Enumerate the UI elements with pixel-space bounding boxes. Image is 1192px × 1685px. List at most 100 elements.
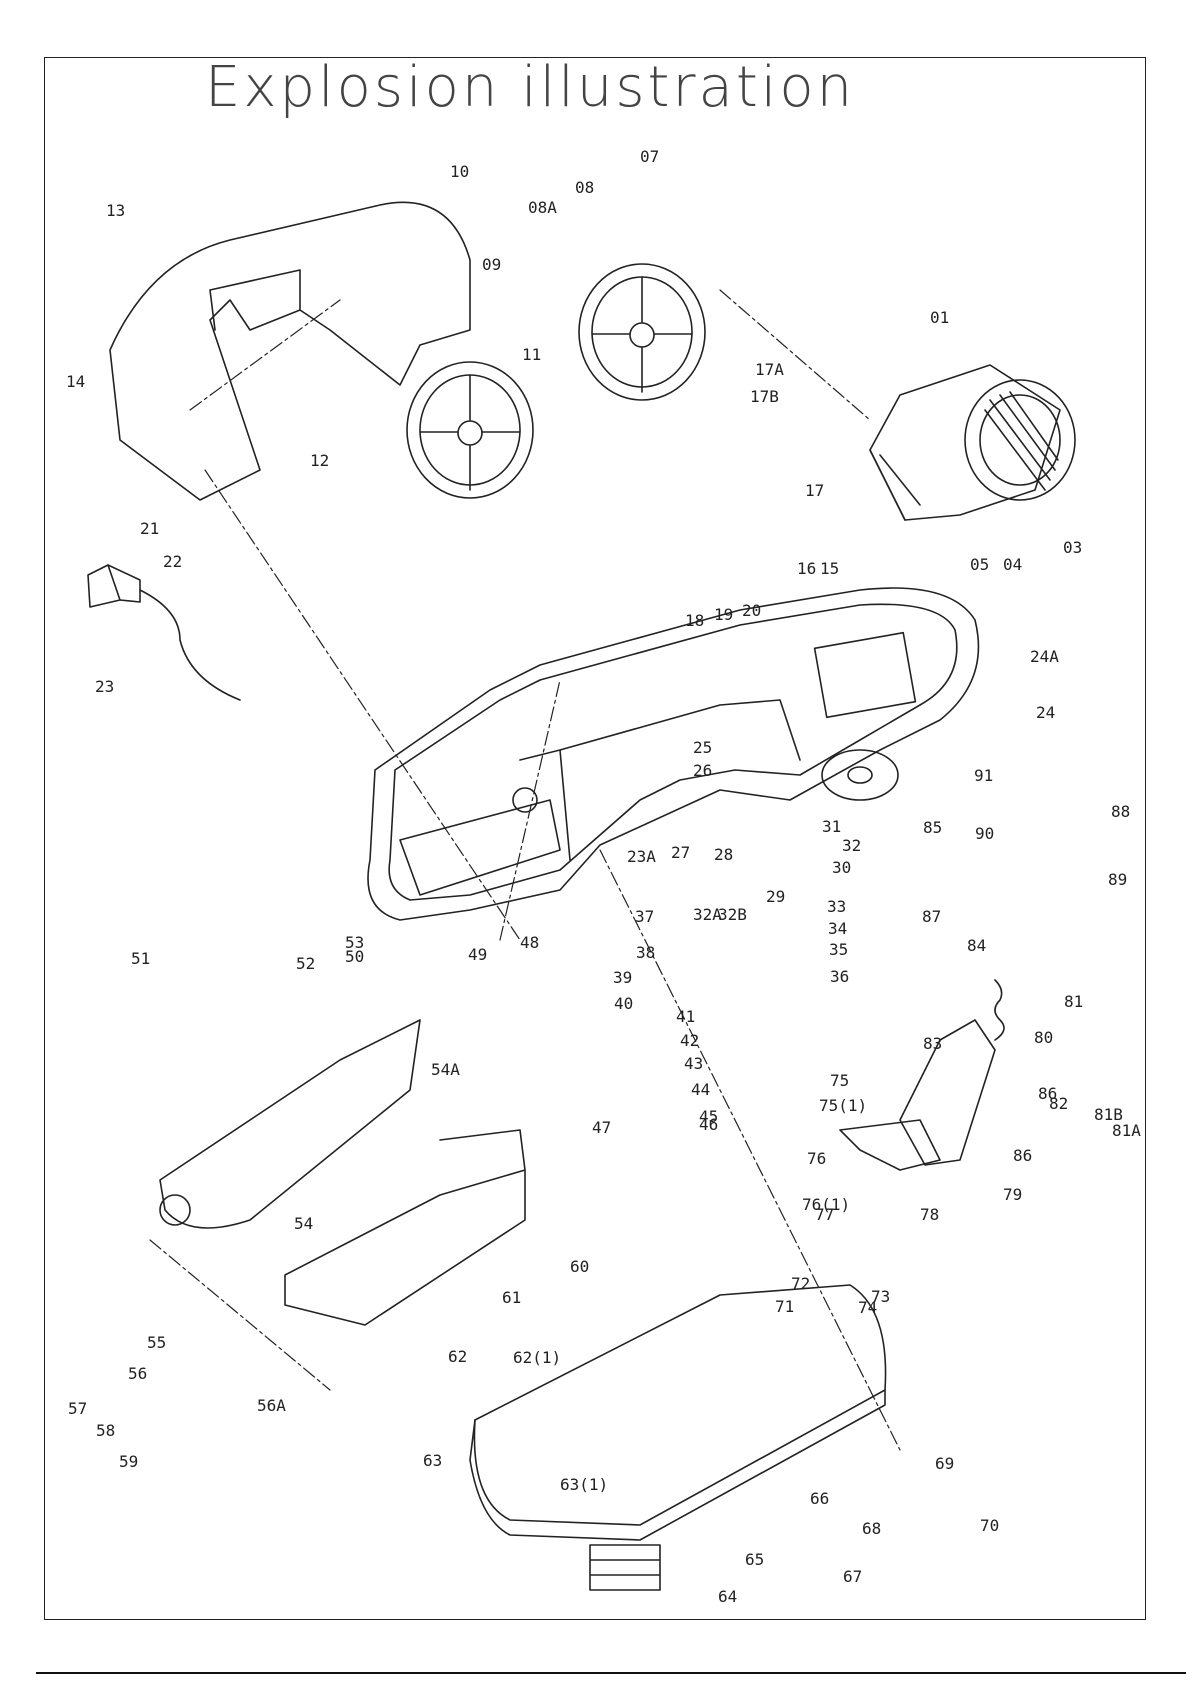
part-label: 71 xyxy=(775,1297,794,1316)
part-label: 78 xyxy=(920,1205,939,1224)
part-label: 14 xyxy=(66,372,85,391)
motor xyxy=(869,364,1076,521)
part-label: 50 xyxy=(345,947,364,966)
part-label: 27 xyxy=(671,843,690,862)
part-label: 60 xyxy=(570,1257,589,1276)
part-label: 05 xyxy=(970,555,989,574)
part-label: 22 xyxy=(163,552,182,571)
part-label: 08A xyxy=(528,198,557,217)
part-label: 59 xyxy=(119,1452,138,1471)
part-label: 85 xyxy=(923,818,942,837)
part-label: 66 xyxy=(810,1489,829,1508)
part-label: 82 xyxy=(1049,1094,1068,1113)
part-label: 79 xyxy=(1003,1185,1022,1204)
vise-arm xyxy=(159,1019,421,1229)
part-label: 42 xyxy=(680,1031,699,1050)
part-label: 48 xyxy=(520,933,539,952)
part-label: 76 xyxy=(807,1149,826,1168)
part-label: 90 xyxy=(975,824,994,843)
pivot-bracket xyxy=(899,1019,996,1166)
part-label: 83 xyxy=(923,1034,942,1053)
part-label: 25 xyxy=(693,738,712,757)
part-label: 29 xyxy=(766,887,785,906)
part-label: 72 xyxy=(791,1274,810,1293)
part-label: 61 xyxy=(502,1288,521,1307)
part-label: 75 xyxy=(830,1071,849,1090)
power-cord xyxy=(139,589,241,701)
part-label: 88 xyxy=(1111,802,1130,821)
part-label: 51 xyxy=(131,949,150,968)
part-label: 54A xyxy=(431,1060,460,1079)
part-label: 84 xyxy=(967,936,986,955)
part-label: 46 xyxy=(699,1115,718,1134)
part-label: 81A xyxy=(1112,1121,1141,1140)
part-label: 57 xyxy=(68,1399,87,1418)
part-label: 80 xyxy=(1034,1028,1053,1047)
part-label: 01 xyxy=(930,308,949,327)
part-label: 56A xyxy=(257,1396,286,1415)
part-label: 33 xyxy=(827,897,846,916)
part-label: 89 xyxy=(1108,870,1127,889)
tension-spring xyxy=(994,979,1005,1041)
part-label: 76(1) xyxy=(802,1195,850,1214)
part-label: 21 xyxy=(140,519,159,538)
part-label: 52 xyxy=(296,954,315,973)
page-bottom-rule xyxy=(36,1672,1186,1674)
part-label: 10 xyxy=(450,162,469,181)
part-label: 12 xyxy=(310,451,329,470)
part-label: 17A xyxy=(755,360,784,379)
part-label: 73 xyxy=(871,1287,890,1306)
part-label: 32B xyxy=(718,905,747,924)
part-label: 63 xyxy=(423,1451,442,1470)
part-label: 32A xyxy=(693,905,722,924)
part-label: 03 xyxy=(1063,538,1082,557)
part-label: 15 xyxy=(820,559,839,578)
part-label: 40 xyxy=(614,994,633,1013)
part-label: 43 xyxy=(684,1054,703,1073)
part-label: 31 xyxy=(822,817,841,836)
part-label: 58 xyxy=(96,1421,115,1440)
part-label: 81B xyxy=(1094,1105,1123,1124)
part-label: 36 xyxy=(830,967,849,986)
part-label: 34 xyxy=(828,919,847,938)
part-label: 24A xyxy=(1030,647,1059,666)
bed-base xyxy=(284,1129,526,1326)
part-label: 45 xyxy=(699,1107,718,1126)
part-label: 19 xyxy=(714,605,733,624)
part-label: 07 xyxy=(640,147,659,166)
part-label: 24 xyxy=(1036,703,1055,722)
part-label: 55 xyxy=(147,1333,166,1352)
part-label: 41 xyxy=(676,1007,695,1026)
part-label: 35 xyxy=(829,940,848,959)
part-label: 74 xyxy=(858,1298,877,1317)
part-label: 26 xyxy=(693,761,712,780)
part-label: 91 xyxy=(974,766,993,785)
part-label: 67 xyxy=(843,1567,862,1586)
part-label: 47 xyxy=(592,1118,611,1137)
drive-wheel xyxy=(406,361,534,499)
switch-box xyxy=(87,564,141,608)
part-label: 44 xyxy=(691,1080,710,1099)
part-label: 38 xyxy=(636,943,655,962)
part-label: 54 xyxy=(294,1214,313,1233)
part-label: 17 xyxy=(805,481,824,500)
part-label: 30 xyxy=(832,858,851,877)
part-label: 87 xyxy=(922,907,941,926)
part-label: 77 xyxy=(815,1205,834,1224)
idler-wheel xyxy=(578,263,706,401)
part-label: 32 xyxy=(842,836,861,855)
part-label: 68 xyxy=(862,1519,881,1538)
part-label: 08 xyxy=(575,178,594,197)
part-label: 62 xyxy=(448,1347,467,1366)
part-label: 09 xyxy=(482,255,501,274)
part-label: 63(1) xyxy=(560,1475,608,1494)
part-label: 75(1) xyxy=(819,1096,867,1115)
part-label: 20 xyxy=(742,601,761,620)
part-label: 23A xyxy=(627,847,656,866)
part-label: 23 xyxy=(95,677,114,696)
saw-frame xyxy=(367,587,980,921)
part-label: 62(1) xyxy=(513,1348,561,1367)
part-label: 81 xyxy=(1064,992,1083,1011)
part-label: 37 xyxy=(635,907,654,926)
part-label: 11 xyxy=(522,345,541,364)
